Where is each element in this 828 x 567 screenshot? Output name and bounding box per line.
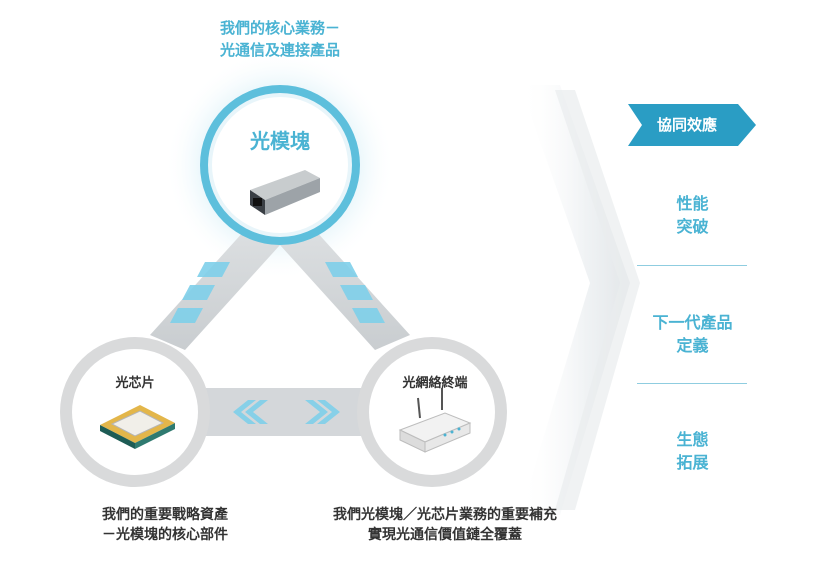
divider [637, 383, 747, 384]
outcome-item-next-gen: 下一代產品 定義 [630, 311, 755, 357]
outcome-item-line2: 定義 [676, 336, 709, 355]
optical-module-label: 光模塊 [250, 129, 310, 153]
bottom-left-caption-line2: －光模塊的核心部件 [102, 527, 228, 543]
outcome-item-ecosystem: 生態 拓展 [630, 428, 755, 474]
bottom-left-caption-line1: 我們的重要戰略資產 [102, 507, 228, 523]
bottom-right-caption-line2: 實現光通信價值鏈全覆蓋 [368, 527, 522, 543]
transceiver-icon [250, 170, 320, 215]
chip-icon [100, 405, 175, 449]
outcome-item-performance: 性能 突破 [630, 192, 755, 238]
outcome-item-line1: 下一代產品 [652, 313, 733, 332]
bottom-left-caption: 我們的重要戰略資產 －光模塊的核心部件 [50, 505, 280, 545]
optical-module-node [200, 85, 360, 245]
highlight-tab-shape [628, 104, 756, 146]
outcome-item-line1: 生態 [676, 430, 709, 449]
top-caption-line1: 我們的核心業務－ [219, 19, 340, 37]
network-terminal-label: 光網絡終端 [402, 376, 468, 391]
router-icon [398, 388, 472, 453]
outcome-item-line2: 突破 [676, 217, 709, 236]
bottom-right-caption: 我們光模塊／光芯片業務的重要補充 實現光通信價值鏈全覆蓋 [295, 505, 595, 545]
divider [637, 265, 747, 266]
outcome-item-line2: 拓展 [676, 453, 709, 472]
synergy-label: 協同效應 [656, 116, 717, 134]
bottom-right-caption-line1: 我們光模塊／光芯片業務的重要補充 [333, 507, 557, 523]
flow-chevron-band [520, 85, 640, 515]
top-caption: 我們的核心業務－ 光通信及連接產品 [180, 17, 380, 61]
network-terminal-node [357, 337, 507, 487]
double-chevron-icon [170, 262, 385, 424]
optical-chip-label: 光芯片 [115, 376, 155, 391]
top-caption-line2: 光通信及連接產品 [219, 41, 340, 59]
outcome-item-line1: 性能 [676, 194, 709, 213]
